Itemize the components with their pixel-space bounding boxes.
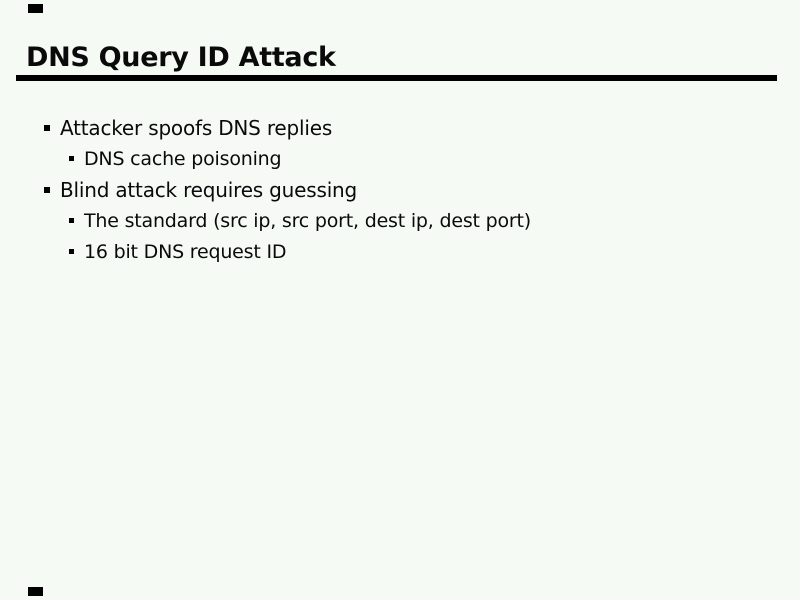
bullet-item: Attacker spoofs DNS replies [0, 112, 800, 143]
slide-title: DNS Query ID Attack [26, 42, 336, 73]
title-underline [16, 75, 777, 81]
bullet-item: Blind attack requires guessing [0, 174, 800, 205]
sub-bullet-square-icon [69, 218, 74, 223]
bullet-text: Blind attack requires guessing [60, 177, 358, 202]
sub-bullet-text: DNS cache poisoning [84, 147, 282, 170]
sub-bullet-item: The standard (src ip, src port, dest ip,… [0, 205, 800, 236]
bullet-list: Attacker spoofs DNS replies DNS cache po… [0, 112, 800, 267]
sub-bullet-text: 16 bit DNS request ID [84, 240, 287, 263]
sub-bullet-item: DNS cache poisoning [0, 143, 800, 174]
sub-bullet-square-icon [69, 249, 74, 254]
sub-bullet-square-icon [69, 156, 74, 161]
bullet-square-icon [44, 186, 50, 193]
bullet-text: Attacker spoofs DNS replies [60, 115, 333, 140]
sub-bullet-item: 16 bit DNS request ID [0, 236, 800, 267]
crop-mark-bottom-icon [28, 587, 43, 596]
bullet-square-icon [44, 124, 50, 131]
sub-bullet-text: The standard (src ip, src port, dest ip,… [84, 209, 531, 232]
crop-mark-top-icon [28, 4, 43, 13]
